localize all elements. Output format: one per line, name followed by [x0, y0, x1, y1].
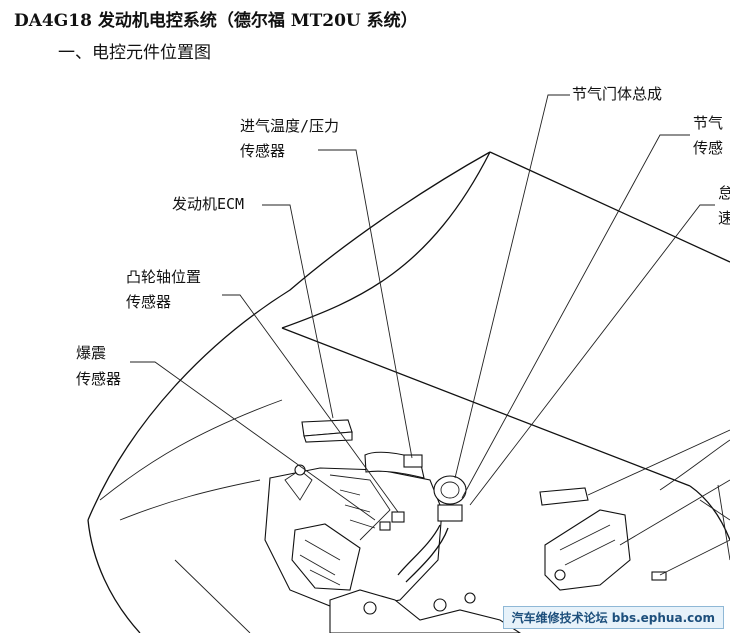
coolant-reservoir	[544, 509, 631, 591]
page-title: DA4G18 发动机电控系统（德尔福 MT20U 系统）	[14, 11, 418, 31]
intake-sensor-label-2: 传感器	[240, 142, 285, 160]
right-edge-label-2: 速	[718, 209, 730, 227]
knock-sensor-label-2: 传感器	[76, 370, 121, 388]
cam-sensor-label-2: 传感器	[126, 293, 171, 311]
small-box	[651, 571, 667, 581]
right-edge-label: 怠	[718, 184, 730, 202]
forum-watermark: 汽车维修技术论坛 bbs.ephua.com	[502, 606, 724, 629]
knock-sensor-label: 爆震	[76, 344, 106, 362]
relay-box	[539, 487, 589, 506]
cam-sensor-label: 凸轮轴位置	[126, 268, 201, 286]
throttle-body-label: 节气门体总成	[572, 85, 662, 103]
leader-lines	[130, 94, 730, 576]
intake-sensor-label: 进气温度/压力	[240, 117, 339, 135]
ecm-label: 发动机ECM	[172, 195, 244, 213]
throttle-sensor-label: 节气	[693, 114, 723, 132]
section-heading: 一、电控元件位置图	[58, 43, 211, 63]
engine-assembly	[264, 451, 522, 633]
throttle-sensor-label-2: 传感	[693, 139, 723, 157]
